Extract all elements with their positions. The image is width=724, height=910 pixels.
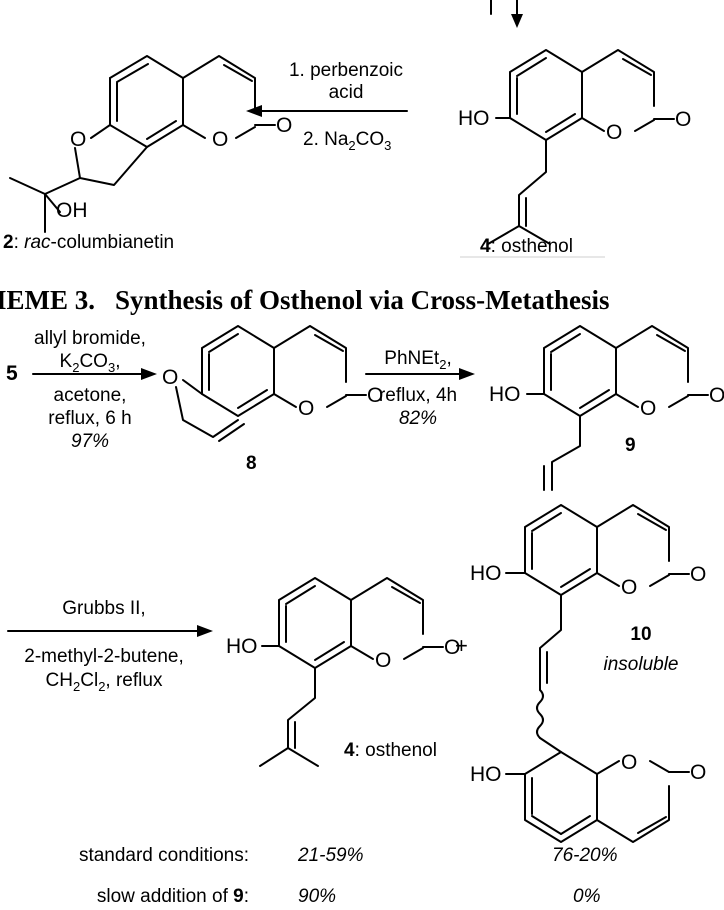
- atom-o-ring-upper: O: [621, 576, 637, 599]
- structure-compound-8: O O O: [162, 325, 383, 442]
- results-table: standard conditions: 21-59% 76-20% slow …: [79, 845, 618, 907]
- compound-8-label: 8: [246, 453, 257, 474]
- atom-o-carbonyl-upper: O: [690, 563, 706, 586]
- atom-oh: OH: [56, 199, 88, 222]
- osthenol-label-top: 4: osthenol: [480, 236, 573, 257]
- time-reflux-4h: reflux, 4h: [379, 385, 457, 406]
- solvent-ch2cl2: CH2Cl2, reflux: [46, 670, 163, 694]
- structure-columbianetin: O O O OH: [9, 55, 292, 233]
- arrow-claisen: [365, 368, 475, 380]
- row-standard-osthenol: 21-59%: [297, 845, 364, 866]
- reagent-methylbutene: 2-methyl-2-butene,: [24, 646, 183, 667]
- row-standard-label: standard conditions:: [79, 845, 249, 866]
- arrow-allylation: [32, 368, 157, 380]
- row-slow-dimer: 0%: [573, 886, 601, 907]
- atom-o-carbonyl: O: [367, 384, 383, 407]
- atom-ho: HO: [489, 383, 521, 406]
- atom-ho: HO: [458, 107, 490, 130]
- reagent-allyl-bromide: allyl bromide,: [34, 328, 146, 349]
- structure-dimer-10: HO O O HO O O: [470, 504, 706, 843]
- osthenol-label-bottom: 4: osthenol: [344, 740, 437, 761]
- atom-o-ring-lower: O: [621, 751, 637, 774]
- insoluble-note: insoluble: [604, 654, 679, 675]
- reagent-phnet2: PhNEt2,: [384, 348, 451, 372]
- catalyst-grubbs: Grubbs II,: [62, 598, 145, 619]
- row-standard-dimer: 76-20%: [552, 845, 618, 866]
- atom-o-carbonyl-lower: O: [690, 761, 706, 784]
- scheme-title: IEME 3.Synthesis of Osthenol via Cross-M…: [0, 285, 610, 315]
- columbianetin-label: 2: rac-columbianetin: [3, 232, 174, 253]
- atom-ho-upper: HO: [470, 562, 502, 585]
- structure-osthenol-bottom: HO O O: [226, 577, 460, 767]
- row-slow-label: slow addition of 9:: [97, 886, 249, 907]
- conditions-na2co3: 2. Na2CO3: [303, 129, 391, 153]
- compound-5: 5: [6, 362, 18, 385]
- conditions-perbenzoic: 1. perbenzoic: [289, 60, 403, 81]
- time-reflux-6h: reflux, 6 h: [48, 408, 131, 429]
- atom-ho-lower: HO: [470, 763, 502, 786]
- solvent-acetone: acetone,: [54, 385, 127, 406]
- atom-o-ring: O: [640, 397, 656, 420]
- row-slow-osthenol: 90%: [298, 886, 336, 907]
- incoming-arrow: [490, 0, 523, 28]
- atom-o-ring: O: [298, 397, 314, 420]
- atom-o-ring: O: [212, 128, 228, 151]
- arrow-perbenzoic: [246, 105, 408, 117]
- structure-compound-9: HO O O: [489, 325, 724, 491]
- compound-9-label: 9: [625, 435, 636, 456]
- atom-o-ring: O: [606, 121, 622, 144]
- atom-o-carbonyl: O: [675, 108, 691, 131]
- atom-o-carbonyl: O: [709, 384, 724, 407]
- reagent-k2co3: K2CO3,: [60, 351, 121, 375]
- compound-10-label: 10: [630, 624, 651, 645]
- atom-ho: HO: [226, 635, 258, 658]
- plus-sign: +: [455, 633, 468, 658]
- structure-osthenol-top: HO O O: [458, 49, 691, 245]
- yield-82: 82%: [399, 408, 437, 429]
- atom-o-furan: O: [70, 128, 86, 151]
- conditions-acid: acid: [329, 82, 364, 103]
- atom-o-carbonyl: O: [276, 114, 292, 137]
- arrow-metathesis: [7, 625, 213, 637]
- atom-o-ring: O: [375, 649, 391, 672]
- atom-o-carbonyl: O: [444, 636, 460, 659]
- atom-o-ether: O: [162, 366, 178, 389]
- yield-97: 97%: [71, 431, 109, 452]
